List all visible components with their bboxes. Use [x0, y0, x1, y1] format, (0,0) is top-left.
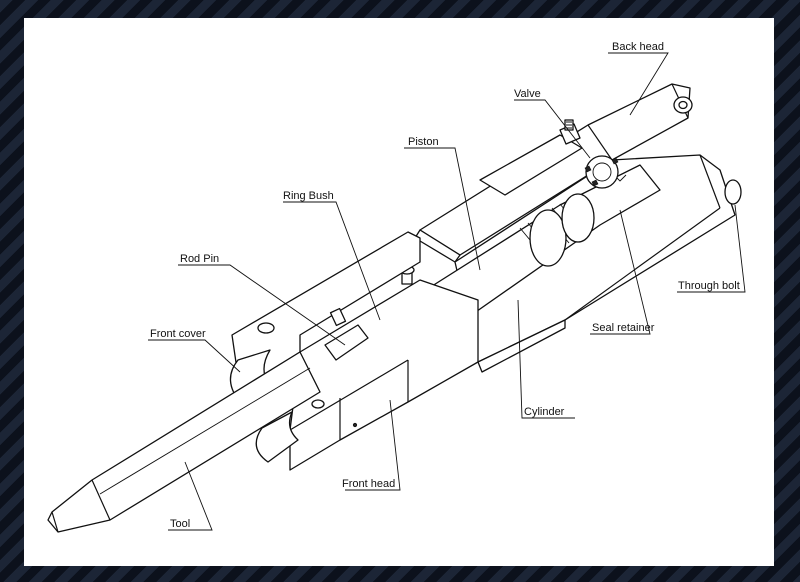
label-piston: Piston: [408, 136, 439, 148]
label-ring-bush: Ring Bush: [283, 190, 334, 202]
label-front-cover: Front cover: [150, 328, 206, 340]
leader-lines: [148, 52, 746, 531]
back-head-part: [414, 83, 693, 263]
label-back-head: Back head: [612, 41, 664, 53]
front-head-part: [231, 231, 479, 471]
label-front-head: Front head: [342, 478, 395, 490]
label-seal-retainer: Seal retainer: [592, 322, 655, 334]
label-tool: Tool: [170, 518, 190, 530]
label-rod-pin: Rod Pin: [180, 253, 219, 265]
label-through-bolt: Through bolt: [678, 280, 740, 292]
label-valve: Valve: [514, 88, 541, 100]
tool-part: [47, 351, 321, 533]
label-cylinder: Cylinder: [524, 406, 565, 418]
